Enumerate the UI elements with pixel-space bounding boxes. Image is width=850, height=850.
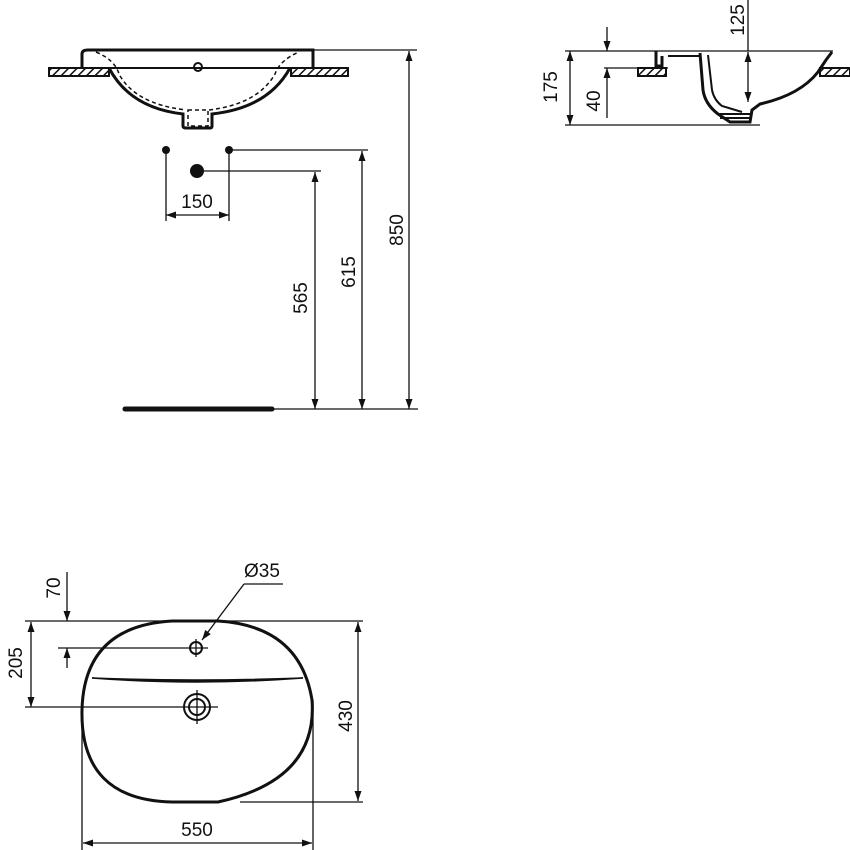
waste-detail	[668, 55, 752, 119]
basin-inner-wall	[707, 54, 743, 113]
dim-depth: 430	[336, 700, 357, 732]
waste-hidden	[187, 109, 209, 127]
dim-total-depth: 175	[541, 71, 562, 103]
countertop-right	[819, 67, 850, 77]
basin-inner-hidden	[95, 51, 300, 111]
dim-tap-spacing: 150	[181, 192, 213, 213]
dim-waste-height: 565	[291, 282, 312, 314]
dim-width: 550	[181, 820, 213, 841]
countertop-right	[290, 67, 349, 77]
overflow-slot	[91, 677, 304, 683]
countertop-left	[637, 67, 667, 77]
front-view: 150 565 615 850	[48, 48, 418, 412]
dim-tap-hole-offset: 70	[44, 577, 65, 598]
countertop-left	[48, 67, 110, 77]
basin-outline	[80, 619, 314, 804]
dim-bowl-depth: 125	[728, 4, 749, 36]
side-view: 175 40 125	[541, 0, 850, 126]
leader-tap-hole	[201, 583, 245, 641]
tap-hole-section	[193, 62, 203, 72]
dim-tap-hole-diameter: Ø35	[244, 561, 280, 582]
basin-bowl	[107, 67, 292, 130]
basin-rim	[80, 48, 315, 68]
dim-rim-height: 850	[387, 214, 408, 246]
dim-supply-height: 615	[339, 256, 360, 288]
basin-side-profile	[654, 51, 834, 124]
top-view: 70 205 430 550 Ø35	[6, 561, 363, 850]
dim-countertop-offset: 40	[584, 90, 605, 111]
dim-waste-offset: 205	[6, 647, 27, 679]
